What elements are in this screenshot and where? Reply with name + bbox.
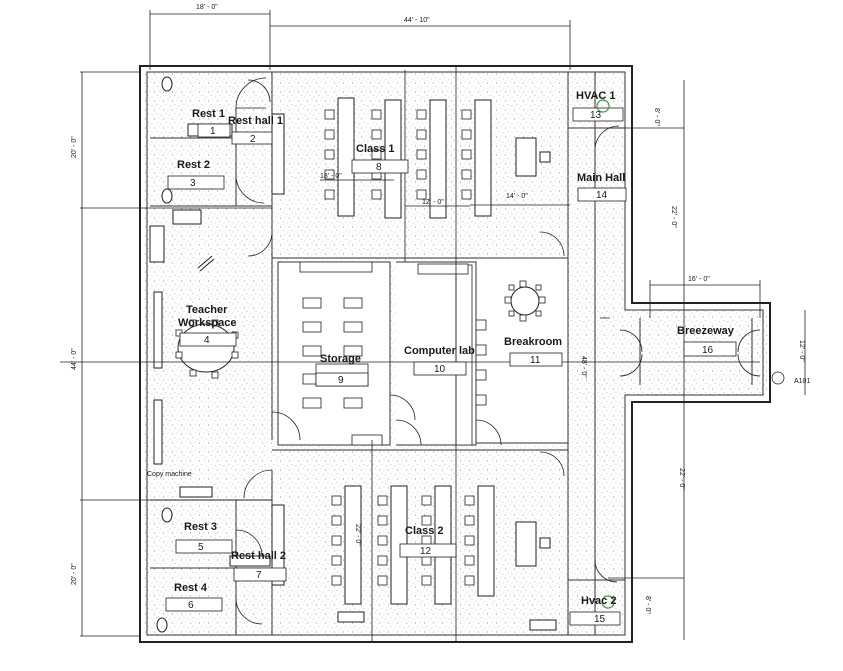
room-tag-rest1: 1: [210, 126, 216, 137]
dim-class1-c: 14' - 0": [506, 193, 528, 200]
dim-left-top: 20' - 0": [71, 136, 78, 158]
dim-right-mid: 22' - 0": [670, 206, 677, 228]
door-swings: [235, 77, 761, 625]
room-name-resthall2: Rest hall 2: [231, 550, 286, 562]
room-name-storage: Storage: [320, 353, 361, 365]
room-name-breakroom: Breakroom: [504, 336, 562, 348]
breakroom-furniture: [504, 280, 546, 322]
room-tag-hvac1: 13: [590, 110, 602, 121]
annotations: Copy machine A101: [147, 371, 810, 478]
room-tag-storage: 9: [338, 375, 344, 386]
room-name-teacher-line2: Workspace: [178, 317, 237, 329]
note-copy-machine: Copy machine: [147, 471, 192, 478]
room-name-hvac1: HVAC 1: [576, 90, 616, 102]
computer-lab-desks: [417, 263, 487, 446]
dim-center-v: 48' - 0": [580, 356, 587, 378]
room-name-class2: Class 2: [405, 525, 444, 537]
room-tag-resthall1: 2: [250, 134, 256, 145]
dimension-lines: [60, 10, 806, 642]
class1-furniture: [324, 97, 551, 219]
room-tag-rest3: 5: [198, 542, 204, 553]
dim-left-bot: 20' - 0": [71, 563, 78, 585]
dim-right-bot: 8' - 0": [644, 596, 651, 614]
room-name-rest4: Rest 4: [174, 582, 208, 594]
room-labels: Rest 1 1 Rest hall 1 2 Rest 2 3 Teacher …: [174, 90, 735, 625]
dim-top-left: 18' - 0": [196, 4, 218, 11]
room-tag-rest4: 6: [188, 600, 194, 611]
room-tag-teacher: 4: [204, 335, 210, 346]
room-name-computer: Computer lab: [404, 345, 475, 357]
room-name-mainhall: Main Hall: [577, 172, 625, 184]
dim-breezeway-h: 12' - 0": [798, 340, 805, 362]
dim-top-main: 44' - 10": [404, 17, 430, 24]
dim-class1-b: 12' - 0": [422, 199, 444, 206]
room-tag-breezeway: 16: [702, 345, 714, 356]
room-tag-boxes: [165, 99, 737, 626]
room-tag-rest2: 3: [190, 178, 196, 189]
room-tag-class1: 8: [376, 162, 382, 173]
room-tag-mainhall: 14: [596, 190, 608, 201]
dim-class1-a: 18' - 0": [320, 173, 342, 180]
dim-right-top: 8' - 0": [653, 108, 660, 126]
note-section-tag: A101: [794, 378, 810, 385]
dim-class2-v: 22' - 0": [354, 524, 361, 546]
room-name-rest1: Rest 1: [192, 108, 225, 120]
room-tag-class2: 12: [420, 546, 432, 557]
room-name-rest3: Rest 3: [184, 521, 217, 533]
dim-left-mid: 44' - 0": [71, 348, 78, 370]
room-tag-computer: 10: [434, 364, 446, 375]
room-name-rest2: Rest 2: [177, 159, 210, 171]
room-tag-resthall2: 7: [256, 570, 262, 581]
dim-breezeway-w: 16' - 0": [688, 276, 710, 283]
room-name-class1: Class 1: [356, 143, 395, 155]
dimension-labels: 18' - 0" 44' - 10" 18' - 0" 12' - 0" 14'…: [71, 4, 805, 614]
room-name-resthall1: Rest hall 1: [228, 115, 283, 127]
room-name-breezeway: Breezeway: [677, 325, 735, 337]
room-tag-breakroom: 11: [530, 355, 541, 366]
exterior-walls: [139, 65, 771, 643]
room-tag-hvac2: 15: [594, 614, 606, 625]
room-name-teacher: Teacher: [186, 304, 228, 316]
dim-right-low: 22' - 0": [678, 468, 685, 490]
room-name-hvac2: Hvac 2: [581, 595, 616, 607]
